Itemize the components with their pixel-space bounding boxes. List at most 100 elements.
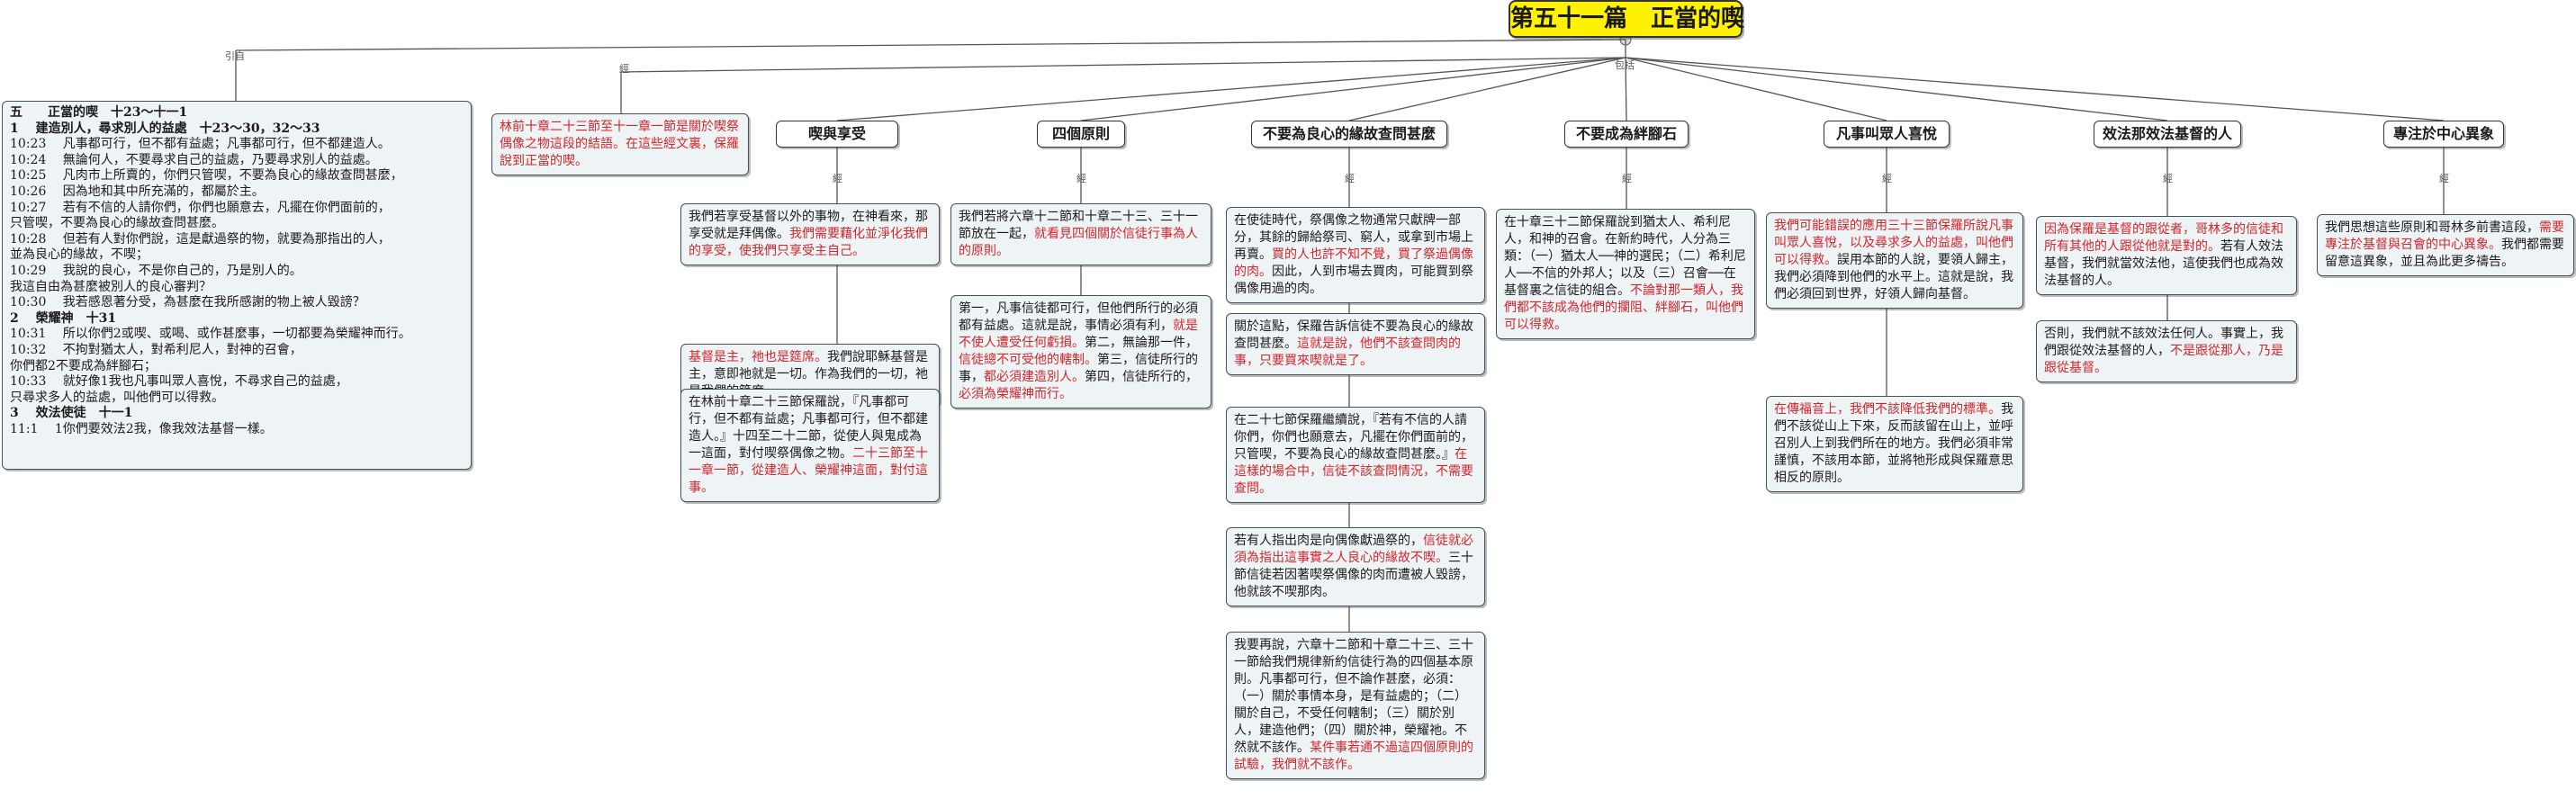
outline-line: 並為良心的緣故，不喫；	[10, 247, 149, 263]
note-box: 第一，凡事信徒都可行，但他們所行的必須都有益處。這就是說，事情必須有利，就是不使…	[950, 295, 1211, 408]
connector-line	[1348, 57, 1626, 121]
note-box: 我們可能錯誤的應用三十三節保羅所說凡事叫眾人喜悅，以及尋求多人的益處，叫他們可以…	[1766, 212, 2023, 309]
outline-line: 10:32 不拘對猶太人，對希利尼人，對神的召會，	[10, 342, 302, 357]
note-text: 我們思想這些原則和哥林多前書這段，	[2325, 220, 2539, 235]
outline-line: 3 效法使徒 十一1	[10, 406, 133, 421]
note-text: 第一，凡事信徒都可行，但他們所行的必須都有益處。這就是說，事情必須有利，	[959, 301, 1198, 333]
link-label-quote: 引自	[225, 50, 245, 62]
link-label-scripture: 經	[2163, 173, 2173, 184]
note-box: 在十章三十二節保羅說到猶太人、希利尼人，和神的召會。在新約時代，人分為三類：（一…	[1496, 209, 1755, 339]
note-text: 在林前十章二十三節保羅說，『凡事都可行，但不都有益處；凡事都可行，但不都建造人。…	[689, 395, 928, 461]
note-box: 我要再說，六章十二節和十章二十三、三十一節給我們規律新約信徒行為的四個基本原則。…	[1226, 632, 1485, 779]
outline-line: 10:29 我說的良心，不是你自己的，乃是別人的。	[10, 263, 302, 278]
note-text: 若有人效法基督，我們就當效法他，這使我們也成為效法基督的人。	[2044, 239, 2283, 288]
note-text: 三十節信徒若因著喫祭偶像的肉而遭被人毀謗，他就該不喫那肉。	[1234, 551, 1473, 599]
note-box: 在林前十章二十三節保羅說，『凡事都可行，但不都有益處；凡事都可行，但不都建造人。…	[680, 389, 940, 502]
outline-line: 10:30 我若感恩著分受，為甚麼在我所感謝的物上被人毀謗？	[10, 295, 365, 310]
note-text: 信徒總不可受他的轄制。	[959, 353, 1097, 367]
note-text: 必須為榮耀神而行。	[959, 387, 1072, 401]
outline-line: 10:27 若有不信的人請你們，你們也願意去，凡擺在你們面前的，	[10, 200, 391, 215]
link-label-scripture: 經	[1882, 173, 1892, 184]
note-text: 我要再說，六章十二節和十章二十三、三十一節給我們規律新約信徒行為的四個基本原則。…	[1234, 638, 1473, 755]
note-box: 在傳福音上，我們不該降低我們的標準。我們不該從山上下來，反而該留在山上，並呼召別…	[1766, 396, 2023, 492]
connector-line	[1080, 57, 1626, 121]
note-text: 第四，信徒所行的，	[1085, 370, 1198, 384]
note-box: 關於這點，保羅告訴信徒不要為良心的緣故查問甚麼。這就是說，他們不該查問肉的事，只…	[1226, 313, 1485, 375]
outline-line: 10:24 無論何人，不要尋求自己的益處，乃要尋求別人的益處。	[10, 152, 378, 167]
note-text: 若有人指出肉是向偶像獻過祭的，	[1234, 534, 1423, 548]
note-text: 某件事若通不過這四個原則的試驗，我們就不該作。	[1234, 741, 1473, 772]
note-text: 在使徒時代，祭偶像之物通常只獻牌一部分，其餘的歸給祭司、窮人，或拿到市場上再賣。	[1234, 213, 1473, 262]
note-text: 在這樣的場合中，信徒不該查問情況，不需要查問。	[1234, 447, 1473, 496]
connector-line	[836, 57, 1626, 121]
connector-line	[620, 57, 1626, 73]
outline-line: 10:23 凡事都可行，但不都有益處；凡事都可行，但不都建造人。	[10, 137, 391, 152]
note-text: 我們可能錯誤的應用三十三節保羅所說凡事叫眾人喜悅，以及尋求多人的益處，叫他們可以…	[1774, 219, 2013, 267]
link-label-scripture: 經	[1345, 173, 1355, 184]
note-text: 我們若將六章十二節和十章二十三、三十一節放在一起，	[959, 210, 1198, 241]
note-text: 信徒就必須為指出這事實之人良心的緣故不喫。	[1234, 534, 1473, 565]
note-box: 我們若享受基督以外的事物，在神看來，那享受就是拜偶像。我們需要藉化並淨化我們的享…	[680, 203, 940, 265]
note-text: 買的人也許不知不覺，買了祭過偶像的肉。	[1234, 247, 1473, 279]
outline-line: 10:31 所以你們2或喫、或喝、或作甚麼事，一切都要為榮耀神而行。	[10, 327, 411, 342]
link-label-scripture: 經	[1076, 173, 1086, 184]
topic-header[interactable]: 不要為良心的緣故查問甚麼	[1251, 121, 1447, 148]
connector-line	[1625, 57, 2445, 121]
note-text: 我們不該從山上下來，反而該留在山上，並呼召別人上到我們所在的地方。我們必須非常謹…	[1774, 402, 2013, 485]
note-text: 在傳福音上，我們不該降低我們的標準。	[1774, 402, 2001, 417]
note-text: 我們若享受基督以外的事物，在神看來，那享受就是拜偶像。	[689, 210, 928, 241]
intro-note-text: 林前十章二十三節至十一章一節是關於喫祭偶像之物這段的結語。在這些經文裏，保羅說到…	[500, 120, 739, 168]
note-text: 不是跟從那人，乃是跟從基督。	[2044, 344, 2283, 375]
outline-line: 五 正當的喫 十23～十一1	[10, 105, 188, 120]
note-text: 我們都需要留意這異象，並且為此更多禱告。	[2325, 238, 2564, 269]
outline-line: 只管喫，不要為良心的緣故查問甚麼。	[10, 216, 224, 231]
note-text: 基督是主，祂也是筵席。	[689, 350, 827, 364]
note-text: 不論對那一類人，我們都不該成為他們的攔阻、絆腳石，叫他們可以得救。	[1504, 283, 1743, 332]
outline-line: 10:33 就好像1我也凡事叫眾人喜悅，不尋求自己的益處，	[10, 374, 348, 390]
note-text: 第二，無論那一件，	[1085, 336, 1198, 350]
topic-header[interactable]: 喫與享受	[776, 121, 898, 148]
outline-line: 11:1 1你們要效法2我，像我效法基督一樣。	[10, 421, 273, 436]
note-box: 在使徒時代，祭偶像之物通常只獻牌一部分，其餘的歸給祭司、窮人，或拿到市場上再賣。…	[1226, 207, 1485, 303]
link-label-includes: 包括	[1615, 59, 1635, 71]
topic-header[interactable]: 凡事叫眾人喜悅	[1824, 121, 1950, 148]
note-box: 我們若將六章十二節和十章二十三、三十一節放在一起，就看見四個關於信徒行事為人的原…	[950, 203, 1211, 265]
root-title[interactable]: 第五十一篇 正當的喫	[1509, 0, 1744, 38]
note-box: 在二十七節保羅繼續說，『若有不信的人請你們，你們也願意去，凡擺在你們面前的，只管…	[1226, 407, 1485, 503]
link-label-scripture: 經	[619, 63, 629, 75]
note-box: 我們思想這些原則和哥林多前書這段，需要專注於基督與召會的中心異象。我們都需要留意…	[2317, 214, 2574, 276]
topic-header[interactable]: 四個原則	[1037, 121, 1125, 148]
note-text: 都必須建造別人。	[984, 370, 1085, 384]
note-text: 在二十七節保羅繼續說，『若有不信的人請你們，你們也願意去，凡擺在你們面前的，只管…	[1234, 413, 1473, 462]
outline-line: 你們都2不要成為絆腳石；	[10, 358, 157, 373]
outline-line: 10:28 但若有人對你們說，這是獻過祭的物，就要為那指出的人，	[10, 231, 391, 247]
topic-header[interactable]: 不要成為絆腳石	[1564, 121, 1689, 148]
note-text: 否則，我們就不該效法任何人。事實上，我們跟從效法基督的人，	[2044, 327, 2283, 358]
outline-line: 只尋求多人的益處，叫他們可以得救。	[10, 390, 224, 405]
note-text: 就是不使人遭受任何虧損。	[959, 319, 1198, 350]
note-box: 否則，我們就不該效法任何人。事實上，我們跟從效法基督的人，不是跟從那人，乃是跟從…	[2036, 320, 2297, 382]
outline-line: 2 榮耀神 十31	[10, 310, 117, 326]
note-text: 就看見四個關於信徒行事為人的原則。	[959, 227, 1198, 258]
note-box: 因為保羅是基督的跟從者，哥林多的信徒和所有其他的人跟從他就是對的。若有人效法基督…	[2036, 216, 2297, 295]
outline-line: 1 建造別人，尋求別人的益處 十23～30，32～33	[10, 121, 320, 136]
link-label-scripture: 經	[2439, 173, 2449, 184]
note-text: 關於這點，保羅告訴信徒不要為良心的緣故查問甚麼。	[1234, 319, 1473, 351]
note-text: 第三，信徒所行的事，	[959, 353, 1198, 384]
outline-line: 10:25 凡肉市上所賣的，你們只管喫，不要為良心的緣故查問甚麼，	[10, 168, 403, 184]
note-text: 需要專注於基督與召會的中心異象。	[2325, 220, 2564, 252]
note-text: 誤用本節的人說，要領人歸主，我們必須降到他們的水平上。這就是說，我們必須回到世界…	[1774, 253, 2013, 301]
note-text: 因此，人到市場去買肉，可能買到祭偶像用過的肉。	[1234, 265, 1473, 296]
link-label-scripture: 經	[833, 173, 842, 184]
connector-line	[235, 39, 1626, 51]
topic-header[interactable]: 效法那效法基督的人	[2094, 121, 2241, 148]
outline-line: 我這自由為甚麼被別人的良心審判？	[10, 279, 212, 294]
note-text: 二十三節至十一章一節，從建造人、榮耀神這面，對付這事。	[689, 446, 928, 495]
link-label-scripture: 經	[1622, 173, 1632, 184]
outline-line: 10:26 因為地和其中所充滿的，都屬於主。	[10, 184, 265, 199]
connector-line	[1625, 57, 1887, 121]
note-text: 因為保羅是基督的跟從者，哥林多的信徒和所有其他的人跟從他就是對的。	[2044, 222, 2283, 254]
topic-header[interactable]: 專注於中心異象	[2383, 121, 2504, 148]
